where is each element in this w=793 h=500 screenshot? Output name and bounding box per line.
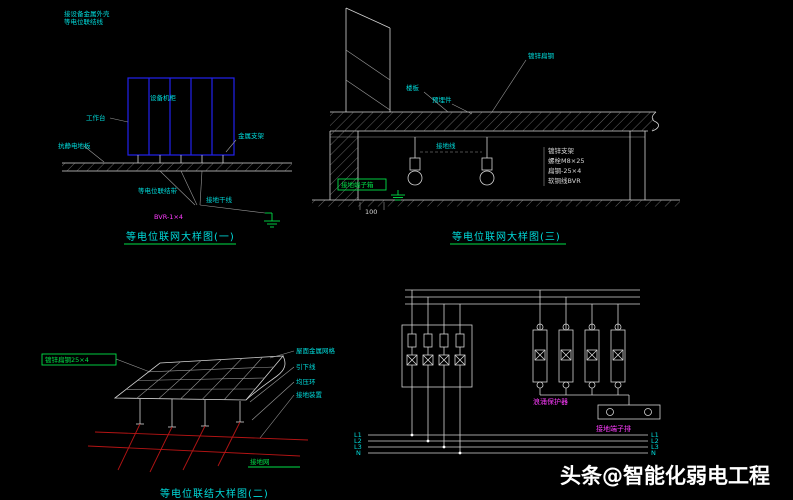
- steel-label-box: [41, 353, 117, 366]
- spd-circuit-diagram: 浪涌保护器 接地端子排 L1 L2 L3 N L1 L2 L3 N: [354, 289, 661, 457]
- ground-grid-label: 接地网: [250, 457, 270, 466]
- spec-row: 镀锌支架: [548, 146, 575, 155]
- spec-row: 螺栓M8×25: [548, 156, 584, 165]
- cabinet-outline: [127, 77, 235, 156]
- spd-label: 浪涌保护器: [533, 397, 568, 406]
- earth-symbol: [391, 190, 405, 201]
- breaker-pole: [454, 325, 466, 453]
- breaker-group-box: [401, 324, 473, 388]
- slab-break: [651, 111, 659, 132]
- equipment-label: 设备机柜: [150, 93, 177, 102]
- earth-terminal-bar: [597, 404, 661, 420]
- support-legs: [136, 399, 244, 428]
- bracket-label: 金属支架: [238, 131, 265, 140]
- slab-label: 楼板: [406, 83, 420, 92]
- dimension-100: 100: [365, 208, 377, 216]
- terminal-box-label: 接地端子箱: [341, 180, 374, 189]
- roof-wave-edge: [245, 355, 286, 401]
- spd-module: [584, 323, 600, 395]
- bus-label-right: L3: [651, 443, 659, 451]
- spd-module: [532, 323, 548, 395]
- terminal-box: [337, 178, 387, 191]
- bus-label-right: N: [651, 449, 656, 457]
- bus-label-left: L1: [354, 431, 362, 439]
- bond-wire-label: 接地线: [436, 141, 456, 150]
- detail-2-title: 等电位联结大样图(二): [160, 487, 269, 500]
- embed-label: 预埋件: [432, 95, 452, 104]
- earth-symbol: [264, 212, 280, 228]
- detail-drawing-1: 接设备金属外壳 等电位联结线 设备机柜 工作台 抗静电地板 金属支架 等电位联结…: [58, 9, 292, 245]
- worktop-label: 工作台: [86, 113, 106, 122]
- spd-module: [558, 323, 574, 395]
- watermark-text: 头条@智能化弱电工程: [560, 464, 770, 488]
- steel-label: 镀锌扁钢25×4: [45, 355, 89, 364]
- bus-label-right: L2: [651, 437, 659, 445]
- ground-trunk-label: 接地干线: [206, 195, 233, 204]
- breaker-pole: [422, 325, 434, 441]
- breaker-pole: [406, 325, 418, 435]
- breaker-pole: [438, 325, 450, 447]
- bonding-band-label: 等电位联结带: [138, 186, 178, 195]
- bus-label-left: L2: [354, 437, 362, 445]
- detail-3-title: 等电位联网大样图(三): [452, 230, 561, 243]
- floor-label: 抗静电地板: [58, 141, 91, 150]
- spec-row: 扁钢-25×4: [548, 166, 581, 175]
- detail-drawing-2: 镀锌扁钢25×4: [41, 346, 336, 500]
- roof-mesh-label: 屋面金属网格: [296, 346, 336, 355]
- spec-row: 软铜线BVR: [548, 176, 581, 185]
- earthing-device-label: 接地装置: [296, 390, 323, 399]
- hanging-device: [407, 137, 423, 186]
- detail-drawing-3: 接地线 楼板 预埋件 镀锌扁钢 镀锌支架 螺栓M8×25 扁钢-25×4 软铜线…: [312, 7, 680, 245]
- wire-spec-label: BVR-1×4: [154, 213, 183, 221]
- note-label: 等电位联结线: [64, 17, 104, 26]
- bus-label-right: L1: [651, 431, 659, 439]
- down-conductor-label: 引下线: [296, 362, 316, 371]
- spd-module: [610, 323, 626, 395]
- earth-bar-label: 接地端子排: [596, 424, 631, 433]
- hanging-device: [479, 137, 495, 186]
- detail-1-title: 等电位联网大样图(一): [126, 230, 235, 243]
- equalizing-ring-label: 均压环: [296, 377, 316, 386]
- bus-label-left: L3: [354, 443, 362, 451]
- note-label: 接设备金属外壳: [64, 9, 110, 18]
- bus-label-left: N: [356, 449, 361, 457]
- steel-strip-label: 镀锌扁钢: [528, 51, 555, 60]
- ground-mesh: [87, 421, 309, 473]
